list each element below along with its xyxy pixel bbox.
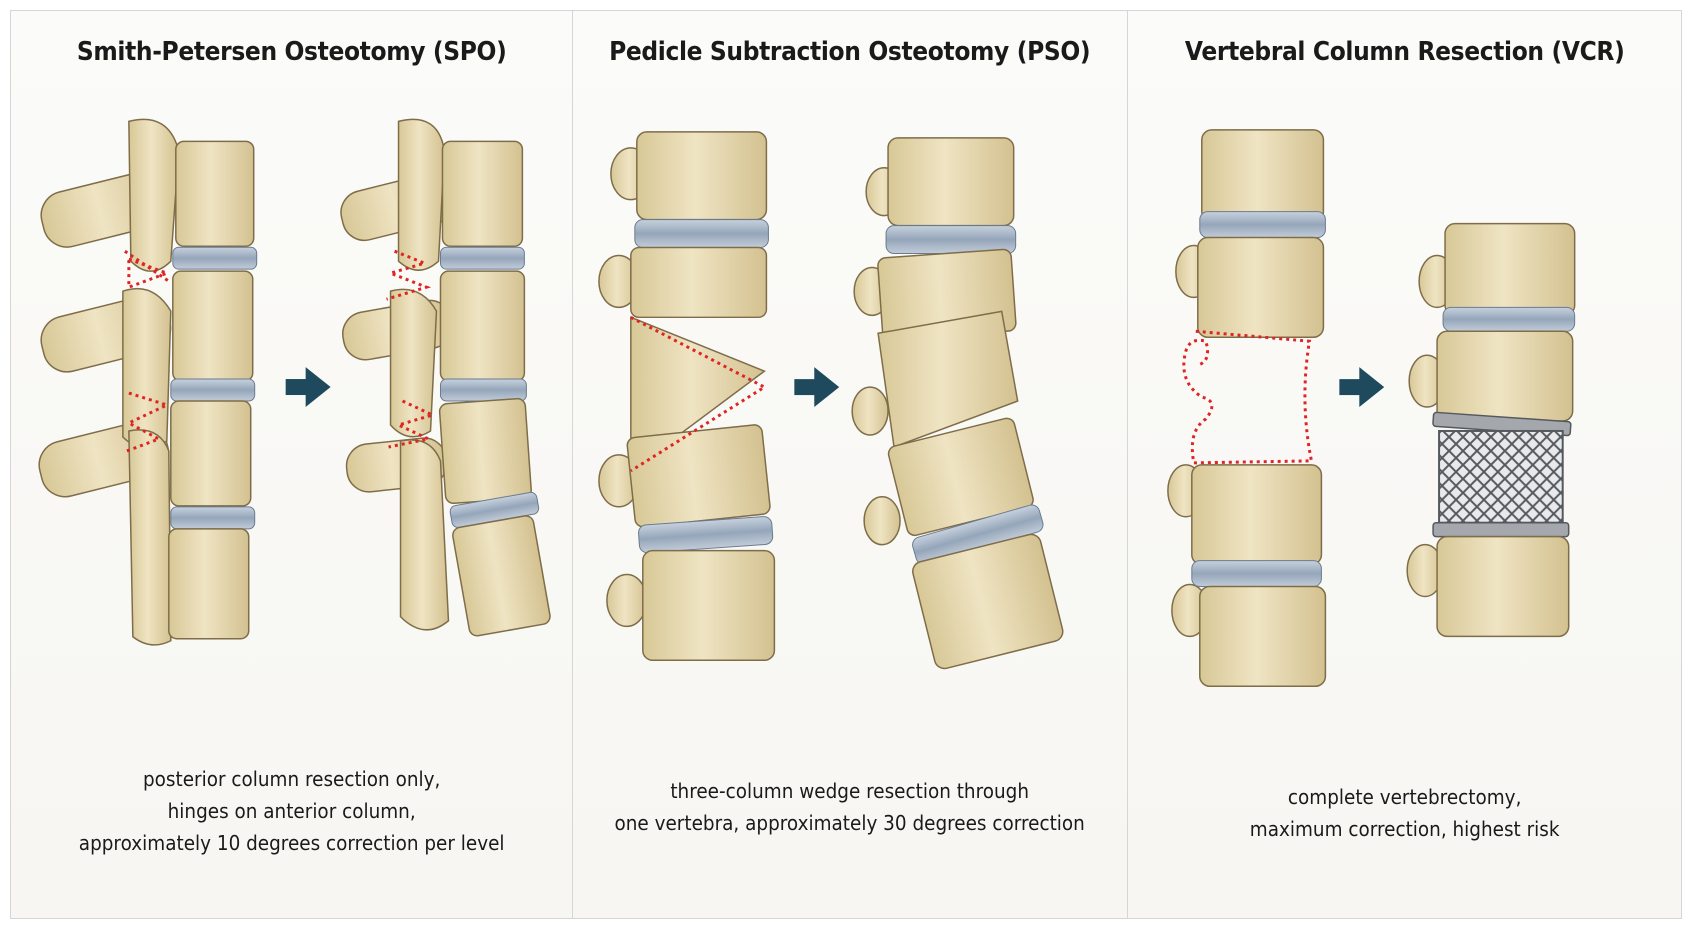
caption-spo: posterior column resection only, hinges … xyxy=(33,763,549,859)
pso-before-spine xyxy=(598,131,776,662)
pso-illustration xyxy=(598,131,1064,670)
panel-title-pso: Pedicle Subtraction Osteotomy (PSO) xyxy=(609,37,1091,67)
caption-line: one vertebra, approximately 30 degrees c… xyxy=(614,811,1086,835)
caption-line: complete vertebrectomy, xyxy=(1287,785,1522,809)
caption-line: posterior column resection only, xyxy=(142,767,441,791)
spo-arrow-icon xyxy=(285,367,331,408)
spo-illustration xyxy=(38,118,551,646)
vcr-illustration xyxy=(1166,129,1576,687)
vcr-after-spine xyxy=(1406,222,1576,638)
spo-after-spine xyxy=(340,118,551,637)
panel-spo: Smith-Petersen Osteotomy (SPO) xyxy=(11,11,573,918)
panel-title-spo: Smith-Petersen Osteotomy (SPO) xyxy=(76,37,507,67)
caption-vcr: complete vertebrectomy, maximum correcti… xyxy=(1150,781,1659,845)
panel-pso: Pedicle Subtraction Osteotomy (PSO) xyxy=(572,11,1127,918)
figure-frame: Smith-Petersen Osteotomy (SPO) xyxy=(10,10,1682,919)
spo-before-spine xyxy=(38,118,258,646)
vcr-arrow-icon xyxy=(1339,367,1384,408)
caption-line: three-column wedge resection through xyxy=(670,779,1030,803)
caption-pso: three-column wedge resection through one… xyxy=(595,775,1104,839)
pso-after-spine xyxy=(851,137,1064,670)
vcr-before-spine xyxy=(1166,129,1326,687)
panel-vcr: Vertebral Column Resection (VCR) xyxy=(1126,11,1682,918)
caption-line: maximum correction, highest risk xyxy=(1249,817,1560,841)
caption-line: hinges on anterior column, xyxy=(167,799,416,823)
panel-title-vcr: Vertebral Column Resection (VCR) xyxy=(1184,37,1625,67)
caption-line: approximately 10 degrees correction per … xyxy=(78,831,505,855)
pso-arrow-icon xyxy=(794,367,840,408)
